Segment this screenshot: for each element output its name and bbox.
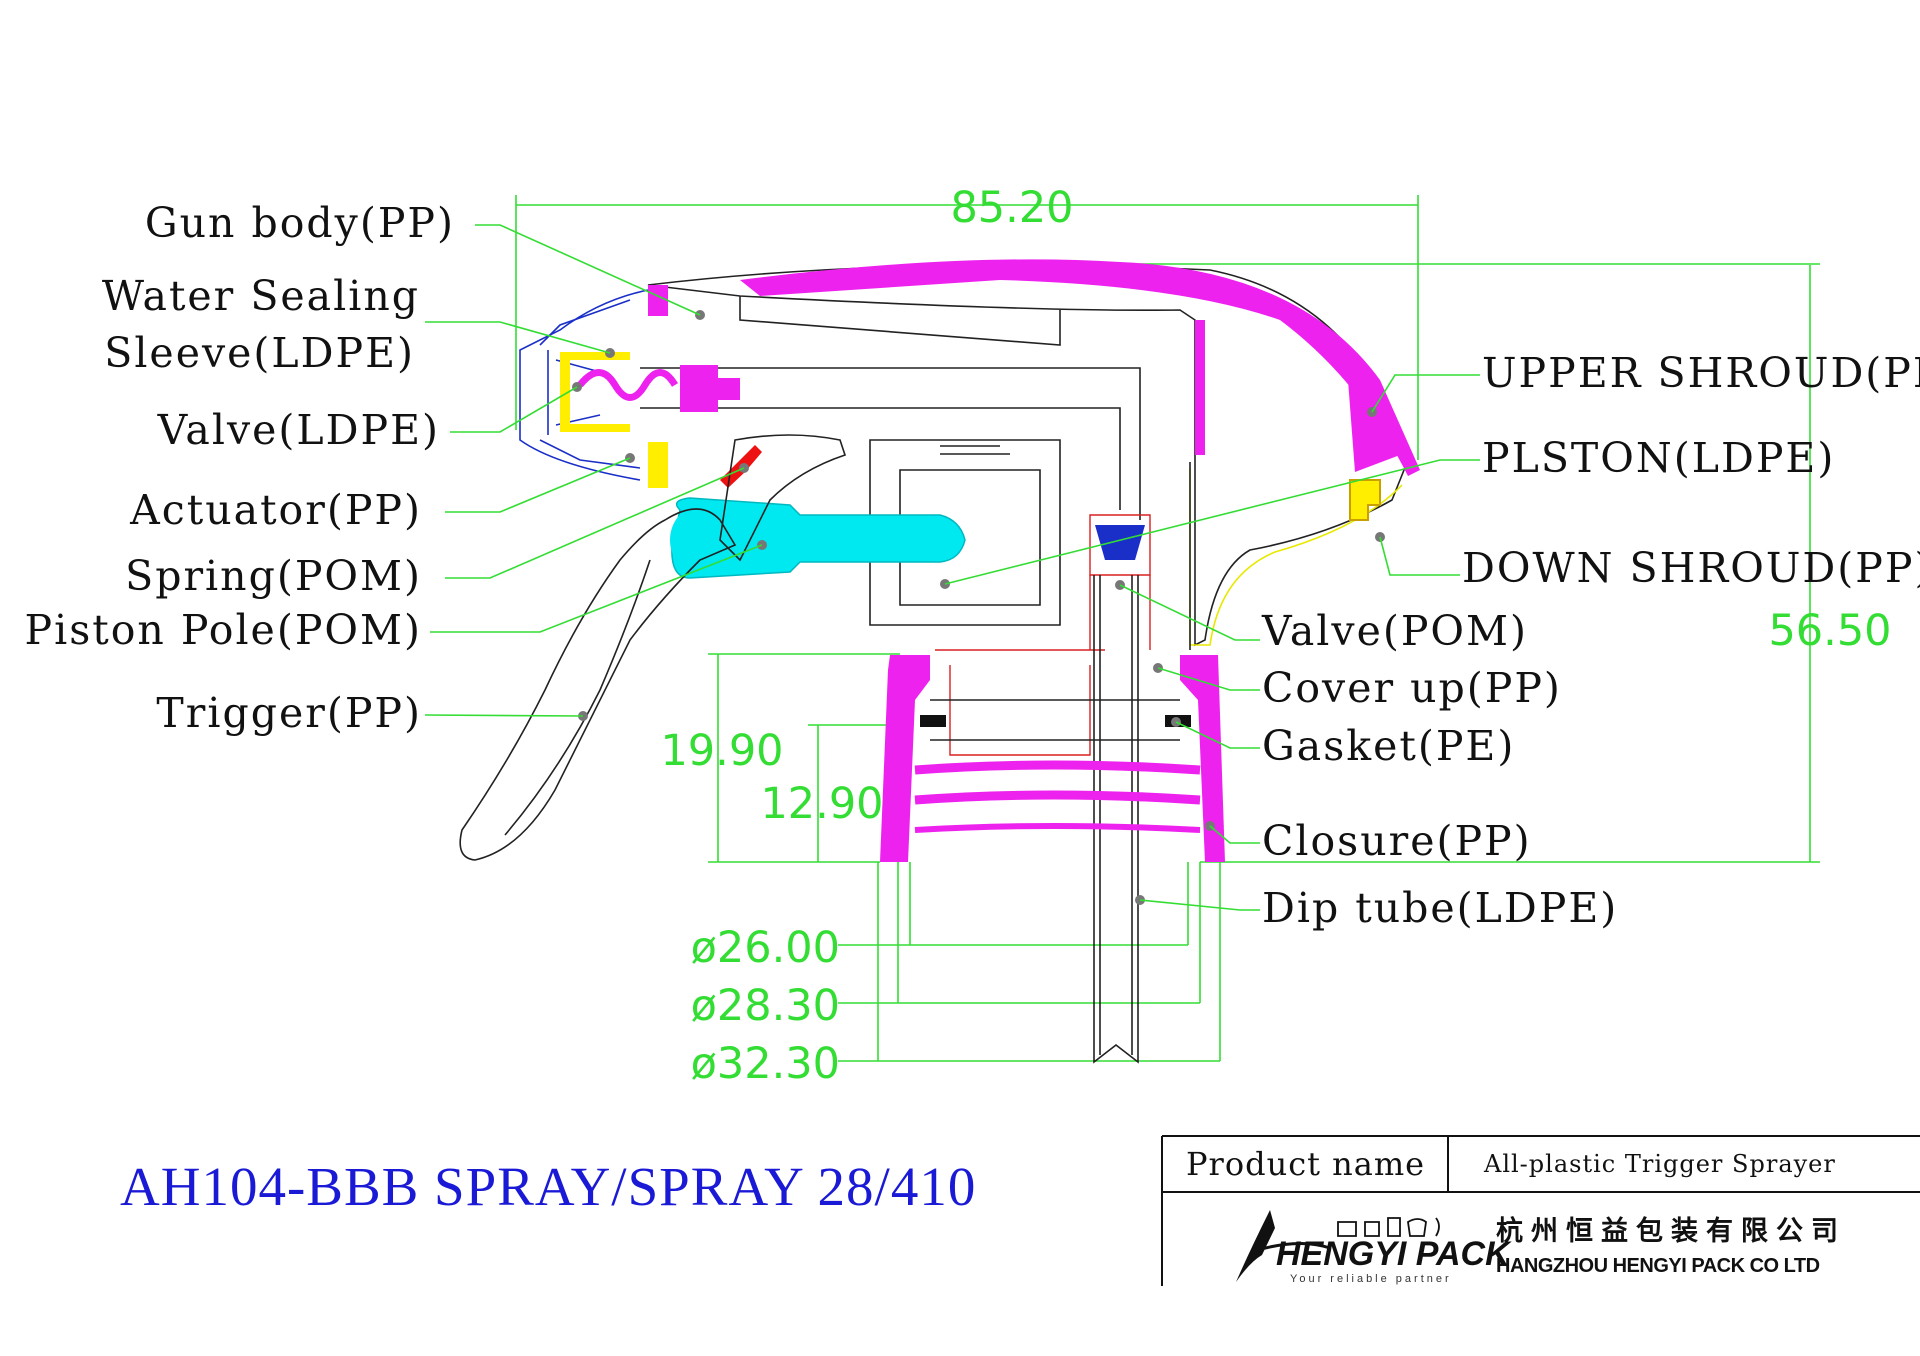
sprayer-body [459, 259, 1420, 1064]
company-name-en: HANGZHOU HENGYI PACK CO LTD [1496, 1255, 1820, 1277]
product-name-value: All-plastic Trigger Sprayer [1483, 1150, 1836, 1178]
leader-lines [424, 224, 1480, 911]
label-trigger: Trigger(PP) [156, 689, 422, 737]
dim-closure-height: 19.90 [660, 726, 783, 776]
label-gun-body: Gun body(PP) [145, 199, 455, 247]
label-upper-shroud: UPPER SHROUD(PP) [1482, 349, 1920, 397]
label-valve-ldpe: Valve(LDPE) [157, 406, 440, 454]
labels-left: Gun body(PP) Water Sealing Sleeve(LDPE) … [25, 199, 455, 737]
dim-overall-height: 56.50 [1768, 606, 1891, 656]
dim-thread-height: 12.90 [760, 779, 883, 829]
title-block: Product name All-plastic Trigger Sprayer… [1161, 1135, 1920, 1286]
label-gasket: Gasket(PE) [1262, 722, 1515, 770]
dimension-texts: 85.20 56.50 19.90 12.90 ø26.00 ø28.30 ø3… [660, 183, 1891, 1089]
label-dip-tube: Dip tube(LDPE) [1262, 884, 1618, 932]
dimension-lines [515, 195, 1820, 1062]
label-actuator: Actuator(PP) [129, 486, 422, 534]
label-plston: PLSTON(LDPE) [1482, 434, 1835, 482]
labels-right: UPPER SHROUD(PP) PLSTON(LDPE) DOWN SHROU… [1261, 349, 1920, 932]
brand-logo-text: HENGYI PACK [1276, 1235, 1512, 1273]
drawing-title: AH104-BBB SPRAY/SPRAY 28/410 [120, 1156, 976, 1217]
brand-slogan: Your reliable partner [1290, 1273, 1452, 1285]
dim-dia-thread: ø28.30 [691, 981, 840, 1031]
dim-dia-inner: ø26.00 [691, 923, 840, 973]
label-piston-pole: Piston Pole(POM) [25, 606, 423, 654]
label-cover-up: Cover up(PP) [1262, 664, 1562, 712]
label-water-sealing-line2: Sleeve(LDPE) [104, 329, 415, 377]
label-water-sealing-line1: Water Sealing [102, 272, 420, 320]
label-spring: Spring(POM) [125, 552, 422, 600]
product-icons [1337, 1217, 1440, 1237]
label-valve-pom: Valve(POM) [1261, 607, 1528, 655]
dim-overall-width: 85.20 [950, 183, 1073, 233]
product-name-label: Product name [1186, 1145, 1425, 1183]
label-down-shroud: DOWN SHROUD(PP) [1462, 544, 1920, 592]
company-name-cn: 杭州恒益包装有限公司 [1496, 1215, 1846, 1247]
dim-dia-outer: ø32.30 [691, 1039, 840, 1089]
label-closure: Closure(PP) [1262, 817, 1532, 865]
company-logo: HENGYI PACK Your reliable partner [1236, 1210, 1512, 1285]
